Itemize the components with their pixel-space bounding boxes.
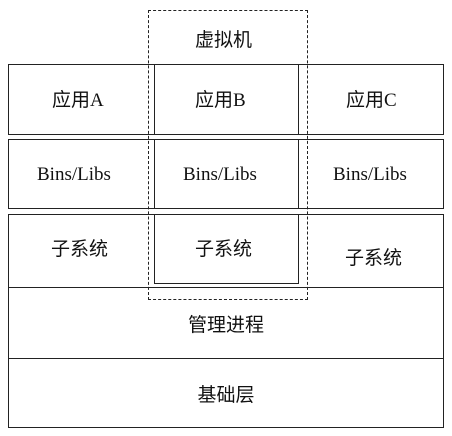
libs-a-label: Bins/Libs (37, 164, 111, 185)
subsystem-b-label: 子系统 (195, 238, 253, 260)
subsystem-a-label: 子系统 (51, 238, 109, 260)
subsystem-c-label: 子系统 (345, 247, 403, 269)
manager-label: 管理进程 (187, 313, 264, 336)
app-c-label: 应用C (346, 90, 397, 111)
subsystem-b-box (154, 214, 299, 284)
base-label: 基础层 (197, 383, 255, 406)
app-b-label: 应用B (195, 90, 246, 111)
vm-dashed-outline (148, 10, 308, 300)
libs-c-label: Bins/Libs (333, 164, 407, 185)
libs-b-label: Bins/Libs (183, 164, 257, 185)
vm-label: 虚拟机 (195, 29, 253, 51)
app-a-label: 应用A (52, 90, 104, 111)
app-b-box (154, 64, 299, 135)
libs-b-box (154, 139, 299, 209)
base-box: 基础层 (8, 358, 444, 428)
